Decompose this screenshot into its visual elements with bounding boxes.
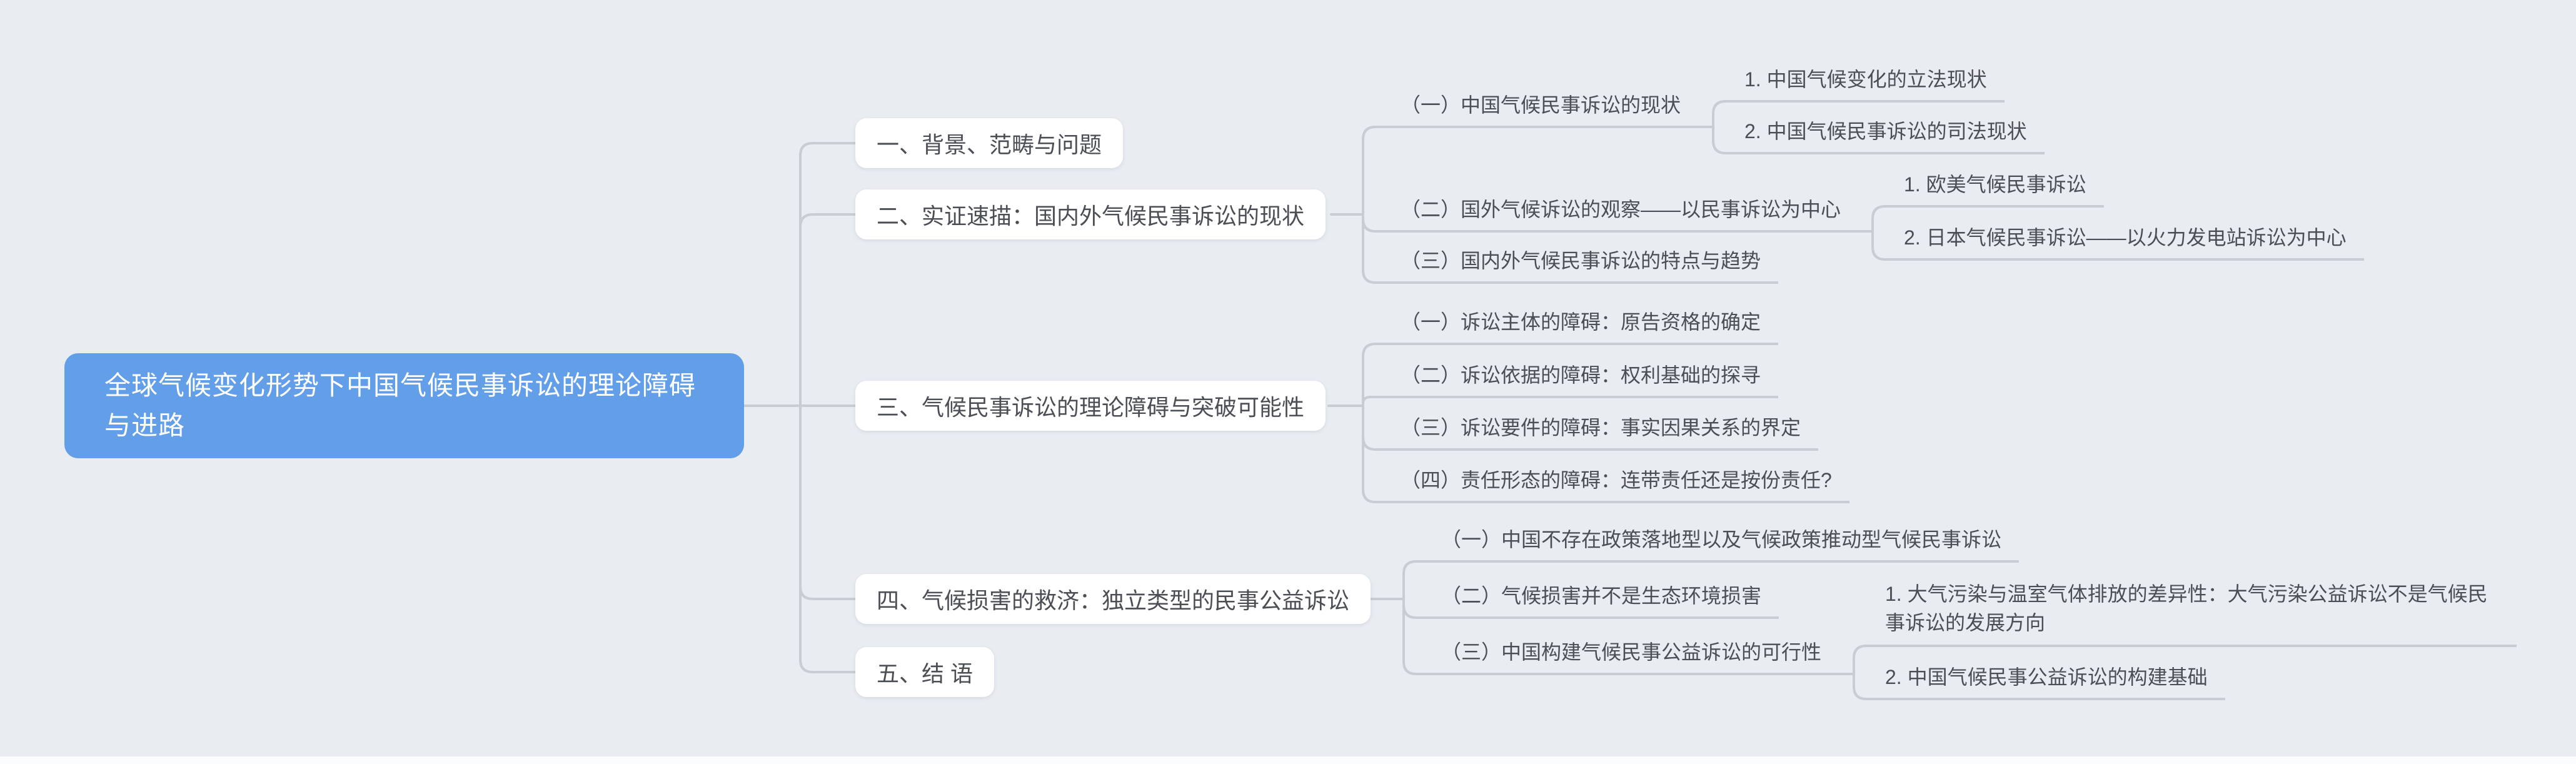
connector-edge (1712, 100, 1727, 128)
connector-edge (1853, 645, 1868, 675)
connector-edge (1871, 230, 1886, 261)
topic-2-1[interactable]: （一）中国气候民事诉讼的现状 (1376, 92, 1713, 128)
topic-3-1[interactable]: （一）诉讼主体的障碍：原告资格的确定 (1376, 309, 1779, 345)
topic-4-3-1[interactable]: 1. 大气污染与温室气体排放的差异性：大气污染公益诉讼不是气候民事诉讼的发展方向 (1866, 580, 2517, 647)
connector-edge (1712, 126, 1727, 154)
connector-edge (799, 213, 858, 407)
topic-2-2-1[interactable]: 1. 欧美气候民事诉讼 (1885, 171, 2104, 208)
topic-4-3[interactable]: （三）中国构建气候民事公益诉讼的可行性 (1416, 639, 1854, 675)
connector-edge (1362, 213, 1377, 284)
topic-4-1[interactable]: （一）中国不存在政策落地型以及气候政策推动型气候民事诉讼 (1416, 526, 2020, 563)
topic-3-4[interactable]: （四）责任形态的障碍：连带责任还是按份责任? (1376, 467, 1849, 503)
connector-edge (1362, 213, 1377, 233)
topic-branch-3[interactable]: 三、气候民事诉讼的理论障碍与突破可能性 (855, 381, 1326, 431)
connector-edge (799, 142, 858, 407)
topic-3-3[interactable]: （三）诉讼要件的障碍：事实因果关系的界定 (1376, 415, 1819, 451)
connector-edge (1853, 673, 1868, 700)
connector-edge (1362, 405, 1377, 451)
topic-branch-4[interactable]: 四、气候损害的救济：独立类型的民事公益诉讼 (855, 574, 1371, 624)
connector-edge (799, 405, 858, 600)
topic-2-1-1[interactable]: 1. 中国气候变化的立法现状 (1726, 66, 2005, 103)
topic-root[interactable]: 全球气候变化形势下中国气候民事诉讼的理论障碍与进路 (64, 353, 744, 458)
topic-branch-5[interactable]: 五、结 语 (855, 647, 995, 697)
topic-2-2-2[interactable]: 2. 日本气候民事诉讼——以火力发电站诉讼为中心 (1885, 224, 2364, 261)
topic-2-2[interactable]: （二）国外气候诉讼的观察——以民事诉讼为中心 (1376, 196, 1873, 233)
topic-4-2[interactable]: （二）气候损害并不是生态环境损害 (1416, 583, 1779, 619)
connector-edge (1362, 396, 1377, 407)
connector-edge (1871, 205, 1886, 233)
horizontal-scrollbar-track[interactable] (0, 756, 2576, 764)
topic-2-1-2[interactable]: 2. 中国气候民事诉讼的司法现状 (1726, 118, 2045, 154)
topic-branch-2[interactable]: 二、实证速描：国内外气候民事诉讼的现状 (855, 189, 1326, 239)
connector-edge (1402, 598, 1417, 675)
connector-edge (1362, 343, 1377, 407)
connector-edge (1362, 126, 1377, 216)
topic-branch-1[interactable]: 一、背景、范畴与问题 (855, 118, 1124, 168)
connector-edge (1402, 598, 1417, 619)
topic-3-2[interactable]: （二）诉讼依据的障碍：权利基础的探寻 (1376, 362, 1779, 398)
connector-edge (1362, 405, 1377, 503)
connector-edge (799, 405, 858, 673)
topic-2-3[interactable]: （三）国内外气候民事诉讼的特点与趋势 (1376, 248, 1779, 284)
connector-edge (1402, 560, 1417, 600)
topic-4-3-2[interactable]: 2. 中国气候民事公益诉讼的构建基础 (1866, 664, 2225, 700)
